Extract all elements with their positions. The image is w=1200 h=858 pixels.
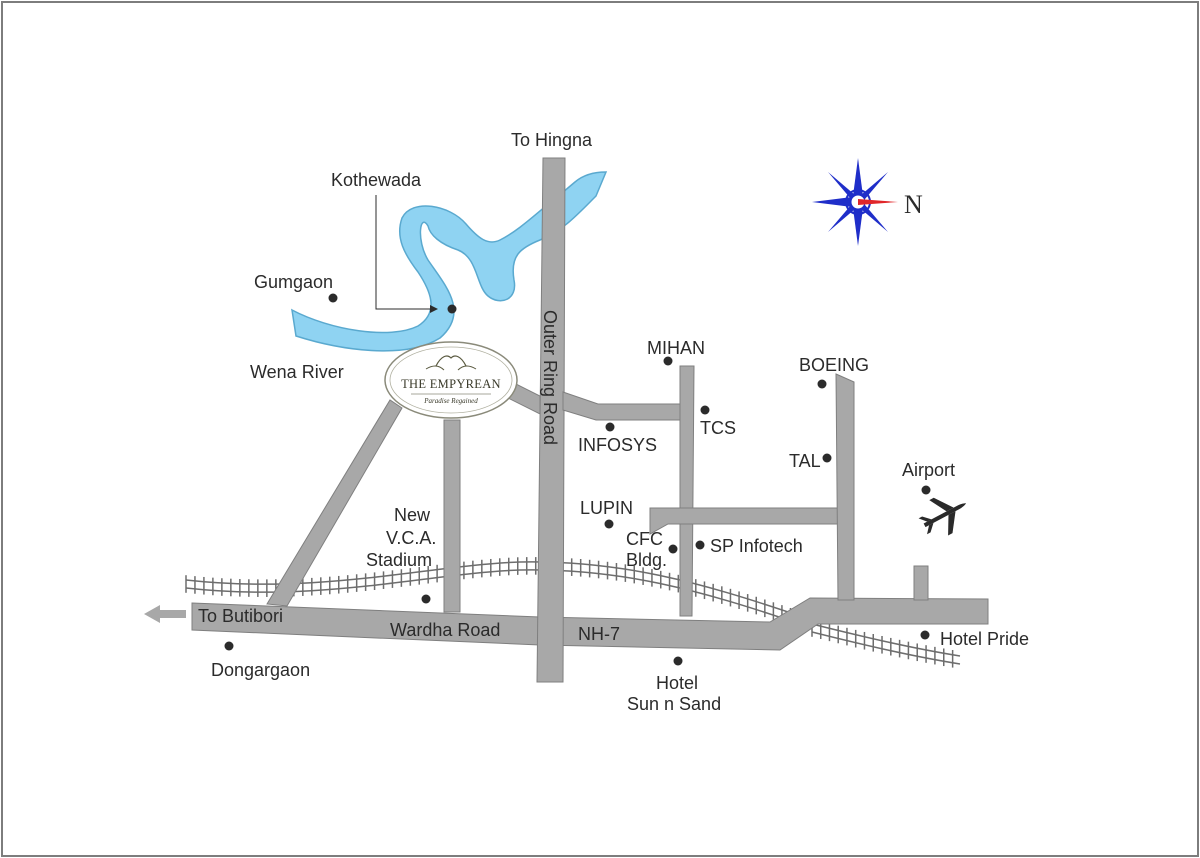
label-hotel: Hotel bbox=[656, 673, 698, 693]
airplane-icon bbox=[918, 497, 967, 536]
arrow-left-icon bbox=[144, 605, 186, 623]
marker-vca bbox=[421, 594, 431, 604]
logo-tagline: Paradise Regained bbox=[423, 397, 478, 405]
marker-gumgaon bbox=[328, 293, 338, 303]
marker-dongargaon bbox=[224, 641, 234, 651]
label-vca-new: New bbox=[394, 505, 431, 525]
label-tal: TAL bbox=[789, 451, 821, 471]
marker-sp-infotech bbox=[695, 540, 705, 550]
label-to-hingna: To Hingna bbox=[511, 130, 593, 150]
empyrean-logo: THE EMPYREAN Paradise Regained bbox=[384, 341, 518, 419]
compass-north-label: N bbox=[904, 190, 923, 219]
marker-mihan bbox=[663, 356, 673, 366]
marker-boeing bbox=[817, 379, 827, 389]
label-infosys: INFOSYS bbox=[578, 435, 657, 455]
wena-river-body bbox=[291, 171, 608, 352]
map-labels: To Hingna Kothewada Gumgaon Wena River O… bbox=[198, 130, 1029, 714]
road-empyrean-diagonal bbox=[266, 399, 403, 607]
marker-kothewada bbox=[447, 304, 457, 314]
nh7-wardha-road bbox=[191, 597, 989, 651]
pointer-arrowhead bbox=[430, 305, 438, 313]
label-nh7: NH-7 bbox=[578, 624, 620, 644]
label-lupin: LUPIN bbox=[580, 498, 633, 518]
label-mihan: MIHAN bbox=[647, 338, 705, 358]
road-lupin-east bbox=[649, 507, 843, 535]
marker-cfc bbox=[668, 544, 678, 554]
label-wardha-road: Wardha Road bbox=[390, 620, 500, 640]
marker-tal bbox=[822, 453, 832, 463]
label-cfc: CFC bbox=[626, 529, 663, 549]
label-cfc-bldg: Bldg. bbox=[626, 550, 667, 570]
location-markers bbox=[224, 293, 931, 666]
label-outer-ring-road: Outer Ring Road bbox=[540, 310, 560, 445]
marker-hotel-sun bbox=[673, 656, 683, 666]
label-vca: V.C.A. bbox=[386, 528, 436, 548]
compass-rose-icon: N bbox=[812, 158, 923, 246]
label-dongargaon: Dongargaon bbox=[211, 660, 310, 680]
marker-tcs bbox=[700, 405, 710, 415]
road-empyrean-vertical bbox=[443, 419, 461, 613]
label-gumgaon: Gumgaon bbox=[254, 272, 333, 292]
road-airport-stub bbox=[913, 565, 929, 601]
label-vca-stadium: Stadium bbox=[366, 550, 432, 570]
label-boeing: BOEING bbox=[799, 355, 869, 375]
marker-airport bbox=[921, 485, 931, 495]
label-tcs: TCS bbox=[700, 418, 736, 438]
label-sp-infotech: SP Infotech bbox=[710, 536, 803, 556]
label-airport: Airport bbox=[902, 460, 955, 480]
marker-infosys bbox=[605, 422, 615, 432]
road-boeing bbox=[835, 373, 855, 601]
outer-ring-road bbox=[536, 157, 566, 683]
logo-title: THE EMPYREAN bbox=[401, 377, 501, 391]
marker-lupin bbox=[604, 519, 614, 529]
label-hotel-pride: Hotel Pride bbox=[940, 629, 1029, 649]
label-kothewada: Kothewada bbox=[331, 170, 422, 190]
road-mihan bbox=[679, 365, 695, 617]
label-sun-n-sand: Sun n Sand bbox=[627, 694, 721, 714]
label-wena-river: Wena River bbox=[250, 362, 344, 382]
marker-hotel-pride bbox=[920, 630, 930, 640]
label-to-butibori: To Butibori bbox=[198, 606, 283, 626]
kothewada-pointer bbox=[375, 195, 430, 310]
